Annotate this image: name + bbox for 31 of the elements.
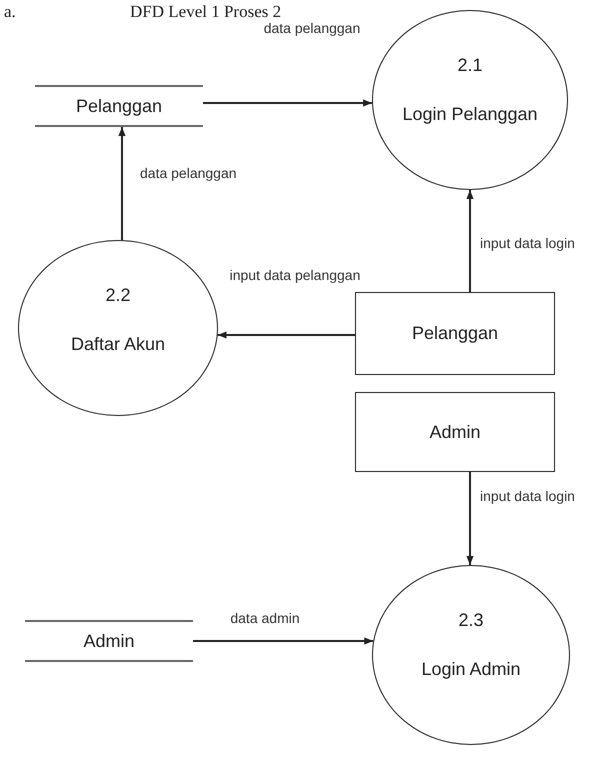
node-label: Admin (429, 422, 481, 442)
flow-arrow (203, 99, 372, 107)
process-circle (372, 565, 570, 745)
node-label: Pelanggan (76, 96, 162, 116)
edge-label: data pelanggan (140, 165, 238, 182)
process-circle (18, 240, 218, 416)
node-label: Admin (83, 630, 135, 652)
flow-arrow (218, 331, 355, 339)
process-number: 2.3 (458, 610, 484, 631)
flow-arrow (466, 190, 474, 292)
edge-label: input data login (480, 235, 576, 252)
diagram-title: DFD Level 1 Proses 2 (130, 2, 282, 22)
data-store (25, 620, 193, 662)
node-label: Login Pelanggan (402, 104, 538, 125)
edge-label: data admin (229, 610, 301, 626)
entity-box (355, 292, 555, 375)
node-label: Daftar Akun (70, 334, 166, 355)
edge-label: input data pelanggan (228, 267, 362, 284)
flow-arrow (466, 472, 474, 565)
node-label: Pelanggan (412, 323, 498, 344)
process-number: 2.1 (457, 55, 483, 76)
process-circle (372, 10, 568, 190)
node-label: Login Admin (421, 659, 521, 680)
edge-label: input data login (480, 488, 576, 504)
edge-label: data pelanggan (262, 20, 362, 36)
flow-arrow (193, 637, 374, 645)
entity-box (355, 392, 555, 472)
data-store (35, 85, 203, 127)
section-letter: a. (4, 2, 16, 22)
flow-arrow (118, 127, 126, 240)
process-number: 2.2 (105, 285, 131, 306)
